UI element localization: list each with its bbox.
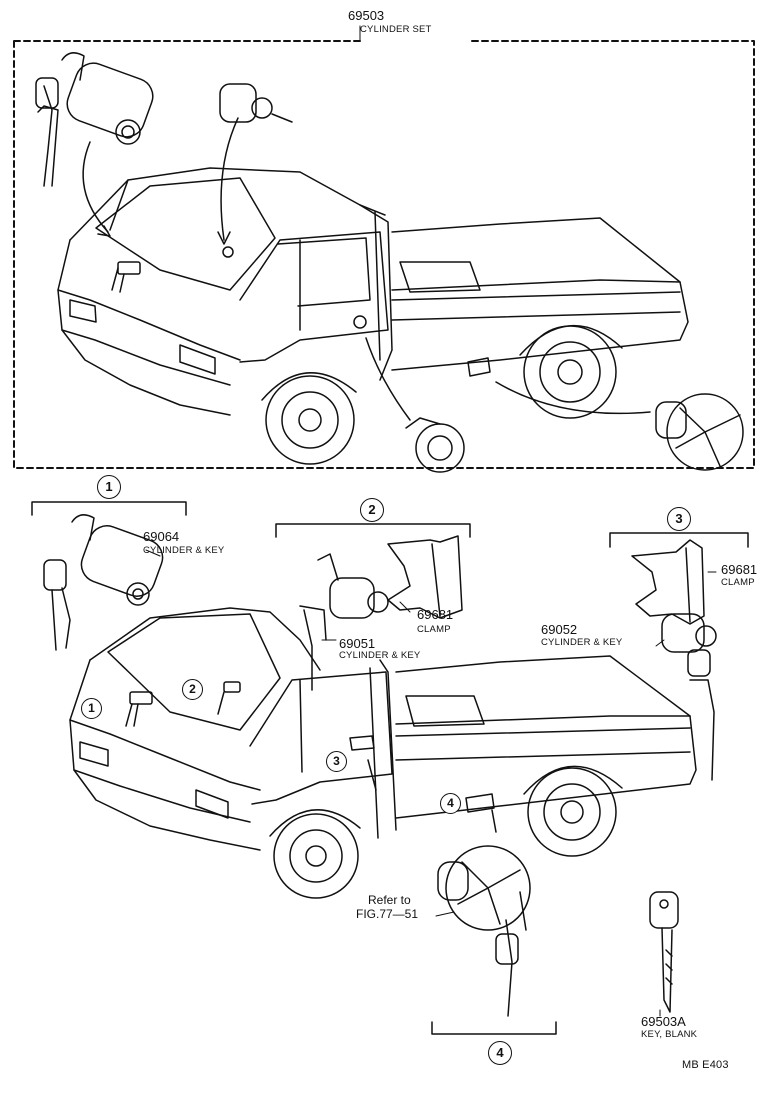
group-2-clamp	[388, 536, 462, 618]
callout-truck-3: 3	[326, 751, 347, 772]
group-2-bracket	[276, 524, 470, 537]
set-part-name: CYLINDER SET	[360, 24, 432, 35]
diagram-code: MB E403	[682, 1059, 729, 1071]
group-1-bracket	[32, 502, 186, 515]
group-3-bracket	[610, 533, 748, 547]
callout-group-4: 4	[488, 1041, 512, 1065]
group-4-bracket	[432, 1022, 556, 1034]
group-3-part-name: CYLINDER & KEY	[541, 637, 623, 648]
group-3-clamp-number: 69681	[721, 562, 758, 577]
key-blank-part-name: KEY, BLANK	[641, 1029, 698, 1040]
callout-group-2: 2	[360, 498, 384, 522]
top-fuel-cap	[656, 394, 743, 470]
group-3-cylinder-with-keys	[662, 614, 716, 780]
callout-truck-1: 1	[81, 698, 102, 719]
group-4-refer-line-2: FIG.77—51	[356, 907, 419, 921]
top-door-cylinder	[406, 418, 464, 472]
callout-group-3: 3	[667, 507, 691, 531]
callout-truck-4: 4	[440, 793, 461, 814]
group-1-part-number: 69064	[143, 529, 180, 544]
set-part-number: 69503	[348, 8, 385, 23]
group-4-refer-line-1: Refer to	[368, 893, 411, 907]
top-small-cylinder	[220, 84, 292, 122]
group-2-clamp-number: 69681	[417, 607, 454, 622]
group-4-fuel-cap-with-keys	[438, 846, 530, 1016]
key-blank-illustration	[650, 892, 678, 1012]
callout-truck-2: 2	[182, 679, 203, 700]
group-3-part-number: 69052	[541, 622, 578, 637]
truck-bottom-illustration	[70, 608, 696, 898]
top-cylinder-with-keys	[36, 53, 158, 186]
group-3-clamp-name: CLAMP	[721, 577, 755, 588]
group-1-cylinder-with-keys	[44, 515, 168, 650]
group-2-part-name: CYLINDER & KEY	[339, 650, 421, 661]
cylinder-set-frame	[14, 41, 754, 468]
truck-top-illustration	[58, 118, 688, 464]
group-2-part-number: 69051	[339, 636, 376, 651]
callout-group-1: 1	[97, 475, 121, 499]
group-2-cylinder-with-keys	[300, 554, 388, 690]
group-1-part-name: CYLINDER & KEY	[143, 545, 225, 556]
group-2-clamp-name: CLAMP	[417, 624, 451, 635]
key-blank-part-number: 69503A	[641, 1014, 686, 1029]
group-3-clamp	[632, 540, 704, 624]
